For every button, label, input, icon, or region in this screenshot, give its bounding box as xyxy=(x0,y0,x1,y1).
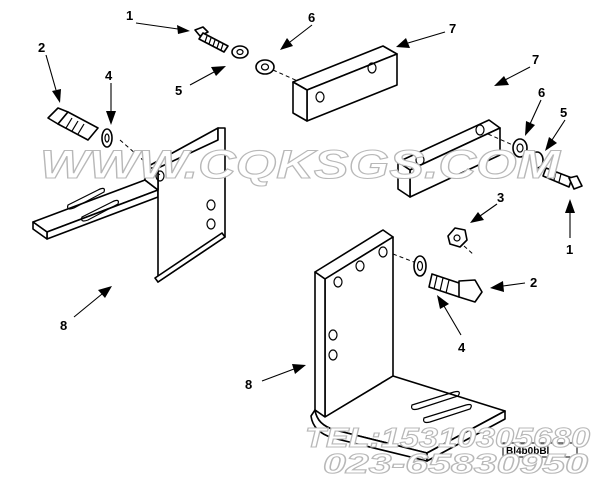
callout-label: 1 xyxy=(566,242,573,257)
callout-label: 6 xyxy=(308,10,315,25)
flat-washer-right xyxy=(512,138,528,158)
callout-label: 5 xyxy=(175,83,182,98)
lock-washer-right xyxy=(530,151,544,169)
callout-label: 8 xyxy=(60,318,67,333)
bolt-left-lower xyxy=(47,107,99,141)
figure-reference: Bl4b0bBl xyxy=(502,442,578,458)
callout-8-left: 8 xyxy=(60,286,112,333)
watermark-site: WWW.CQKSGS.COM xyxy=(40,143,562,187)
callout-label: 4 xyxy=(105,68,113,83)
watermark-phone: 023-65830950 xyxy=(323,448,589,479)
callout-label: 7 xyxy=(449,21,456,36)
callout-1-upper: 1 xyxy=(126,8,190,34)
washer-left-bracket xyxy=(101,128,113,148)
bolt-right-lower xyxy=(428,273,483,303)
callout-6-upper: 6 xyxy=(280,10,315,50)
clamp-plate-right xyxy=(397,119,501,198)
callout-label: 2 xyxy=(38,40,45,55)
l-bracket-right xyxy=(310,229,506,462)
callout-1-right: 1 xyxy=(565,199,575,257)
callout-6-right: 6 xyxy=(525,85,545,136)
callout-label: 8 xyxy=(245,377,252,392)
callout-5-right: 5 xyxy=(545,105,567,151)
callout-label: 6 xyxy=(538,85,545,100)
watermark-tel: TEL:15310305680 xyxy=(305,422,591,453)
flat-washer-upper-left xyxy=(255,59,275,75)
callout-7-upper: 7 xyxy=(396,21,456,48)
callout-8-right: 8 xyxy=(245,364,306,392)
callout-label: 2 xyxy=(530,275,537,290)
callout-label: 7 xyxy=(532,52,539,67)
callout-2-right: 2 xyxy=(490,275,537,292)
callout-label: 3 xyxy=(497,190,504,205)
lock-washer-upper-left xyxy=(231,45,249,59)
callout-2-left: 2 xyxy=(38,40,61,103)
callout-5-upper: 5 xyxy=(175,66,226,98)
bolt-upper-left xyxy=(194,26,229,53)
callout-7-right: 7 xyxy=(494,52,539,86)
figure-ref-text: Bl4b0bBl xyxy=(506,446,550,457)
callout-4-right: 4 xyxy=(437,295,466,355)
callout-3-right: 3 xyxy=(470,190,504,223)
callout-4-left: 4 xyxy=(105,68,116,125)
washer-right-bracket xyxy=(413,255,427,277)
callout-label: 4 xyxy=(458,340,466,355)
clamp-plate-left xyxy=(292,45,398,122)
l-bracket-left xyxy=(32,127,226,283)
nut-right xyxy=(447,227,468,248)
callout-label: 1 xyxy=(126,8,133,23)
callout-label: 5 xyxy=(560,105,567,120)
bolt-right-upper xyxy=(542,167,583,190)
